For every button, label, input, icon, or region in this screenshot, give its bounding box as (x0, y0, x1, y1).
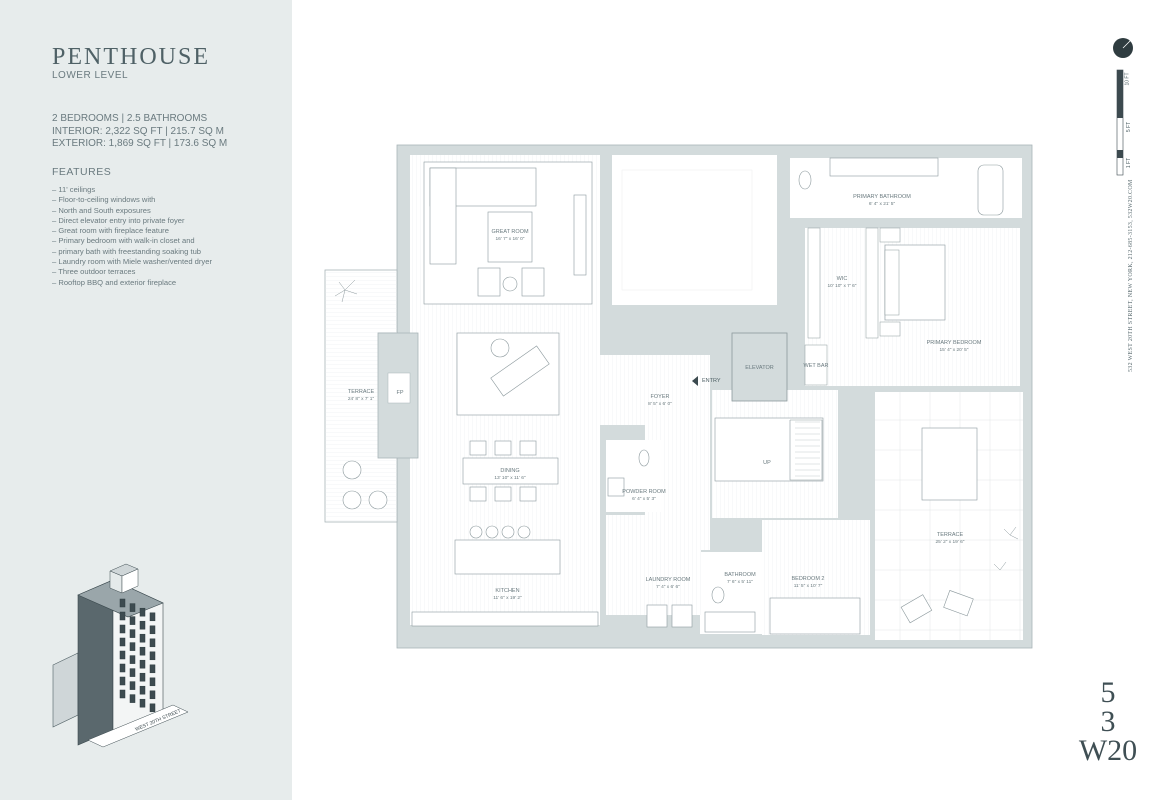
scale-label: 5 FT (1126, 121, 1133, 133)
bar-stool (517, 525, 531, 539)
wic-rack-right (865, 227, 879, 339)
bathtub (704, 611, 756, 633)
void-area (612, 155, 777, 305)
bar-stool (501, 525, 515, 539)
bar-stool (485, 525, 499, 539)
fireplace-block (377, 332, 419, 459)
bed-2 (769, 597, 861, 635)
bar-stool (469, 525, 483, 539)
dining-chair (469, 440, 487, 456)
feature-item: Direct elevator entry into private foyer (52, 216, 262, 226)
stat-rooms: 2 BEDROOMS | 2.5 BATHROOMS (52, 113, 208, 124)
feature-item: Laundry room with Miele washer/vented dr… (52, 257, 262, 267)
feature-item: Great room with fireplace feature (52, 226, 262, 236)
brand-logo: 5 3 W20 (1078, 676, 1138, 767)
soaking-tub (977, 164, 1004, 216)
powder-room-floor (606, 440, 664, 512)
washer (646, 604, 668, 628)
room-label-elevator: ELEVATOR (745, 365, 774, 371)
page-subtitle: LOWER LEVEL (52, 70, 129, 81)
terrace-table (921, 427, 978, 501)
dining-chair (519, 486, 537, 502)
dryer (671, 604, 693, 628)
scale-label: 1 FT (1126, 157, 1133, 169)
scale-label: 10 FT (1124, 72, 1131, 86)
dining-chair (469, 486, 487, 502)
feature-item: Rooftop BBQ and exterior fireplace (52, 278, 262, 288)
dining-chair (519, 440, 537, 456)
coffee-table (487, 211, 533, 263)
feature-item: primary bath with freestanding soaking t… (52, 247, 262, 257)
stat-exterior: EXTERIOR: 1,869 SQ FT | 173.6 SQ M (52, 138, 228, 149)
stair-up-label: UP (763, 460, 771, 466)
unit-stats: 2 BEDROOMS | 2.5 BATHROOMS INTERIOR: 2,3… (52, 113, 227, 151)
feature-item: Three outdoor terraces (52, 267, 262, 277)
vanity (829, 157, 939, 177)
console (573, 194, 587, 276)
toilet (798, 170, 812, 190)
dining-table (462, 457, 559, 485)
dining-chair (494, 486, 512, 502)
stair (714, 417, 824, 482)
wic-rack-left (807, 227, 821, 339)
plant-icon (334, 279, 1019, 571)
room-label-wet-bar: WET BAR (803, 363, 829, 369)
features-heading: FEATURES (52, 166, 112, 178)
entry-arrow-icon (692, 376, 698, 386)
floor-plan (324, 38, 1133, 649)
feature-item: Floor-to-ceiling windows with (52, 195, 262, 205)
entry-label: ENTRY (702, 378, 721, 384)
elevator-shaft (731, 332, 788, 402)
dining-chair (494, 440, 512, 456)
features-list: 11' ceilings Floor-to-ceiling windows wi… (52, 185, 262, 288)
feature-item: Primary bedroom with walk-in closet and (52, 236, 262, 246)
feature-item: 11' ceilings (52, 185, 262, 195)
building-illustration: WEST 20TH STREET (52, 563, 189, 748)
room-label-fp: FP (396, 390, 404, 396)
kitchen-counter (411, 611, 599, 627)
address-line: 532 WEST 20TH STREET, NEW YORK, 212-685-… (1128, 179, 1134, 372)
wet-bar-counter (804, 344, 828, 386)
feature-item: North and South exposures (52, 206, 262, 216)
page-title: PENTHOUSE (52, 44, 211, 70)
stat-interior: INTERIOR: 2,322 SQ FT | 215.7 SQ M (52, 125, 224, 137)
kitchen-island (454, 539, 561, 575)
